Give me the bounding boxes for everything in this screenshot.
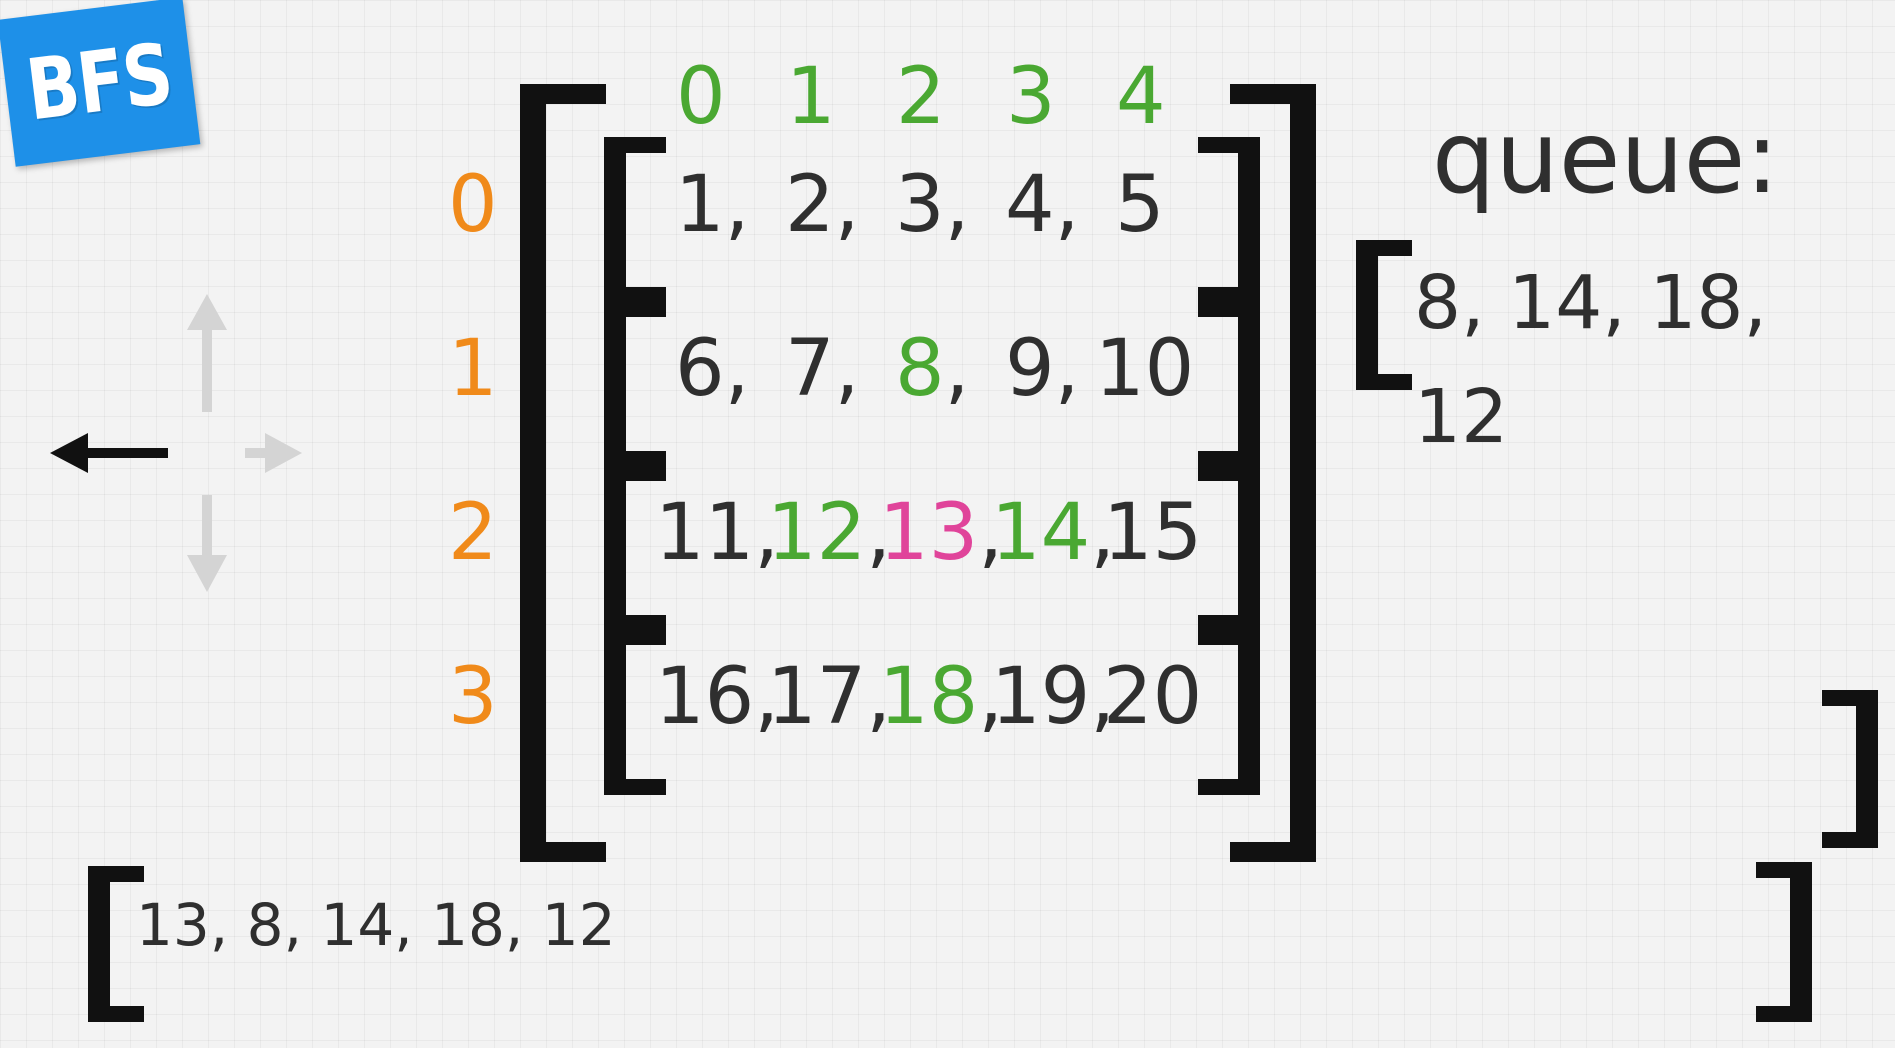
matrix-cell: 18, bbox=[879, 658, 1003, 736]
col-index-2: 2 bbox=[896, 52, 946, 142]
matrix-cell: 17, bbox=[767, 658, 891, 736]
cell-value: 18 bbox=[879, 652, 979, 742]
cell-value: 8 bbox=[895, 324, 945, 414]
bfs-badge: BFS bbox=[0, 0, 201, 167]
matrix-outer-right-bracket bbox=[1230, 84, 1316, 862]
matrix-cell: 12, bbox=[767, 494, 891, 572]
matrix-cell: 3, bbox=[895, 166, 969, 244]
matrix-cell: 13, bbox=[879, 494, 1003, 572]
cell-value: 3 bbox=[895, 160, 945, 250]
matrix-cell: 4, bbox=[1005, 166, 1079, 244]
col-index-0: 0 bbox=[676, 52, 726, 142]
row-0-right-bracket bbox=[1198, 137, 1260, 303]
cell-separator: , bbox=[754, 652, 780, 742]
cell-value: 4 bbox=[1005, 160, 1055, 250]
direction-arrows bbox=[50, 294, 302, 592]
matrix-cell: 10 bbox=[1095, 330, 1194, 408]
cell-value: 16 bbox=[655, 652, 755, 742]
cell-separator: , bbox=[866, 488, 892, 578]
cell-value: 6 bbox=[675, 324, 725, 414]
queue-right-bracket bbox=[1822, 690, 1878, 848]
cell-value: 13 bbox=[879, 488, 979, 578]
matrix-cell: 20 bbox=[1103, 658, 1202, 736]
cell-value: 10 bbox=[1095, 324, 1195, 414]
matrix-cell: 14, bbox=[991, 494, 1115, 572]
matrix-cell: 16, bbox=[655, 658, 779, 736]
cell-separator: , bbox=[978, 488, 1004, 578]
row-3-left-bracket bbox=[604, 629, 666, 795]
cell-separator: , bbox=[724, 160, 750, 250]
row-index-0: 0 bbox=[448, 160, 498, 250]
cell-separator: , bbox=[1090, 652, 1116, 742]
matrix-cell: 11, bbox=[655, 494, 779, 572]
arrow-up-icon bbox=[187, 294, 227, 412]
queue-values-line-2: 12 bbox=[1414, 374, 1509, 460]
cell-value: 15 bbox=[1103, 488, 1203, 578]
matrix-cell: 7, bbox=[785, 330, 859, 408]
arrow-left-icon bbox=[50, 433, 168, 473]
matrix-cell: 19, bbox=[991, 658, 1115, 736]
row-2-right-bracket bbox=[1198, 465, 1260, 631]
cell-separator: , bbox=[724, 324, 750, 414]
cell-separator: , bbox=[944, 160, 970, 250]
row-1-right-bracket bbox=[1198, 301, 1260, 467]
matrix-cell: 8, bbox=[895, 330, 969, 408]
matrix-cell: 6, bbox=[675, 330, 749, 408]
cell-value: 20 bbox=[1103, 652, 1203, 742]
visited-right-bracket bbox=[1756, 862, 1812, 1022]
cell-separator: , bbox=[866, 652, 892, 742]
queue-label: queue: bbox=[1432, 99, 1779, 216]
col-index-1: 1 bbox=[786, 52, 836, 142]
visited-values: 13, 8, 14, 18, 12 bbox=[136, 891, 616, 959]
cell-value: 5 bbox=[1115, 160, 1165, 250]
cell-separator: , bbox=[978, 652, 1004, 742]
cell-value: 11 bbox=[655, 488, 755, 578]
cell-separator: , bbox=[834, 160, 860, 250]
cell-value: 17 bbox=[767, 652, 867, 742]
cell-separator: , bbox=[1090, 488, 1116, 578]
cell-value: 9 bbox=[1005, 324, 1055, 414]
cell-value: 1 bbox=[675, 160, 725, 250]
matrix-cell: 15 bbox=[1103, 494, 1202, 572]
row-index-2: 2 bbox=[448, 488, 498, 578]
row-2-left-bracket bbox=[604, 465, 666, 631]
row-0-left-bracket bbox=[604, 137, 666, 303]
cell-value: 19 bbox=[991, 652, 1091, 742]
cell-separator: , bbox=[754, 488, 780, 578]
arrow-down-icon bbox=[187, 495, 227, 592]
cell-value: 14 bbox=[991, 488, 1091, 578]
cell-separator: , bbox=[944, 324, 970, 414]
row-3-right-bracket bbox=[1198, 629, 1260, 795]
col-index-4: 4 bbox=[1116, 52, 1166, 142]
cell-value: 2 bbox=[785, 160, 835, 250]
row-index-3: 3 bbox=[448, 652, 498, 742]
cell-separator: , bbox=[1054, 324, 1080, 414]
matrix-cell: 1, bbox=[675, 166, 749, 244]
col-index-3: 3 bbox=[1006, 52, 1056, 142]
bfs-badge-label: BFS bbox=[21, 24, 177, 140]
visited-left-bracket bbox=[88, 866, 144, 1022]
arrow-right-icon bbox=[245, 433, 302, 473]
cell-separator: , bbox=[834, 324, 860, 414]
cell-separator: , bbox=[1054, 160, 1080, 250]
matrix-outer-left-bracket bbox=[520, 84, 606, 862]
matrix-cell: 2, bbox=[785, 166, 859, 244]
queue-values-line-1: 8, 14, 18, bbox=[1414, 260, 1768, 346]
cell-value: 7 bbox=[785, 324, 835, 414]
queue-left-bracket bbox=[1356, 240, 1412, 390]
row-index-1: 1 bbox=[448, 324, 498, 414]
cell-value: 12 bbox=[767, 488, 867, 578]
row-1-left-bracket bbox=[604, 301, 666, 467]
matrix-cell: 5 bbox=[1115, 166, 1165, 244]
matrix-cell: 9, bbox=[1005, 330, 1079, 408]
